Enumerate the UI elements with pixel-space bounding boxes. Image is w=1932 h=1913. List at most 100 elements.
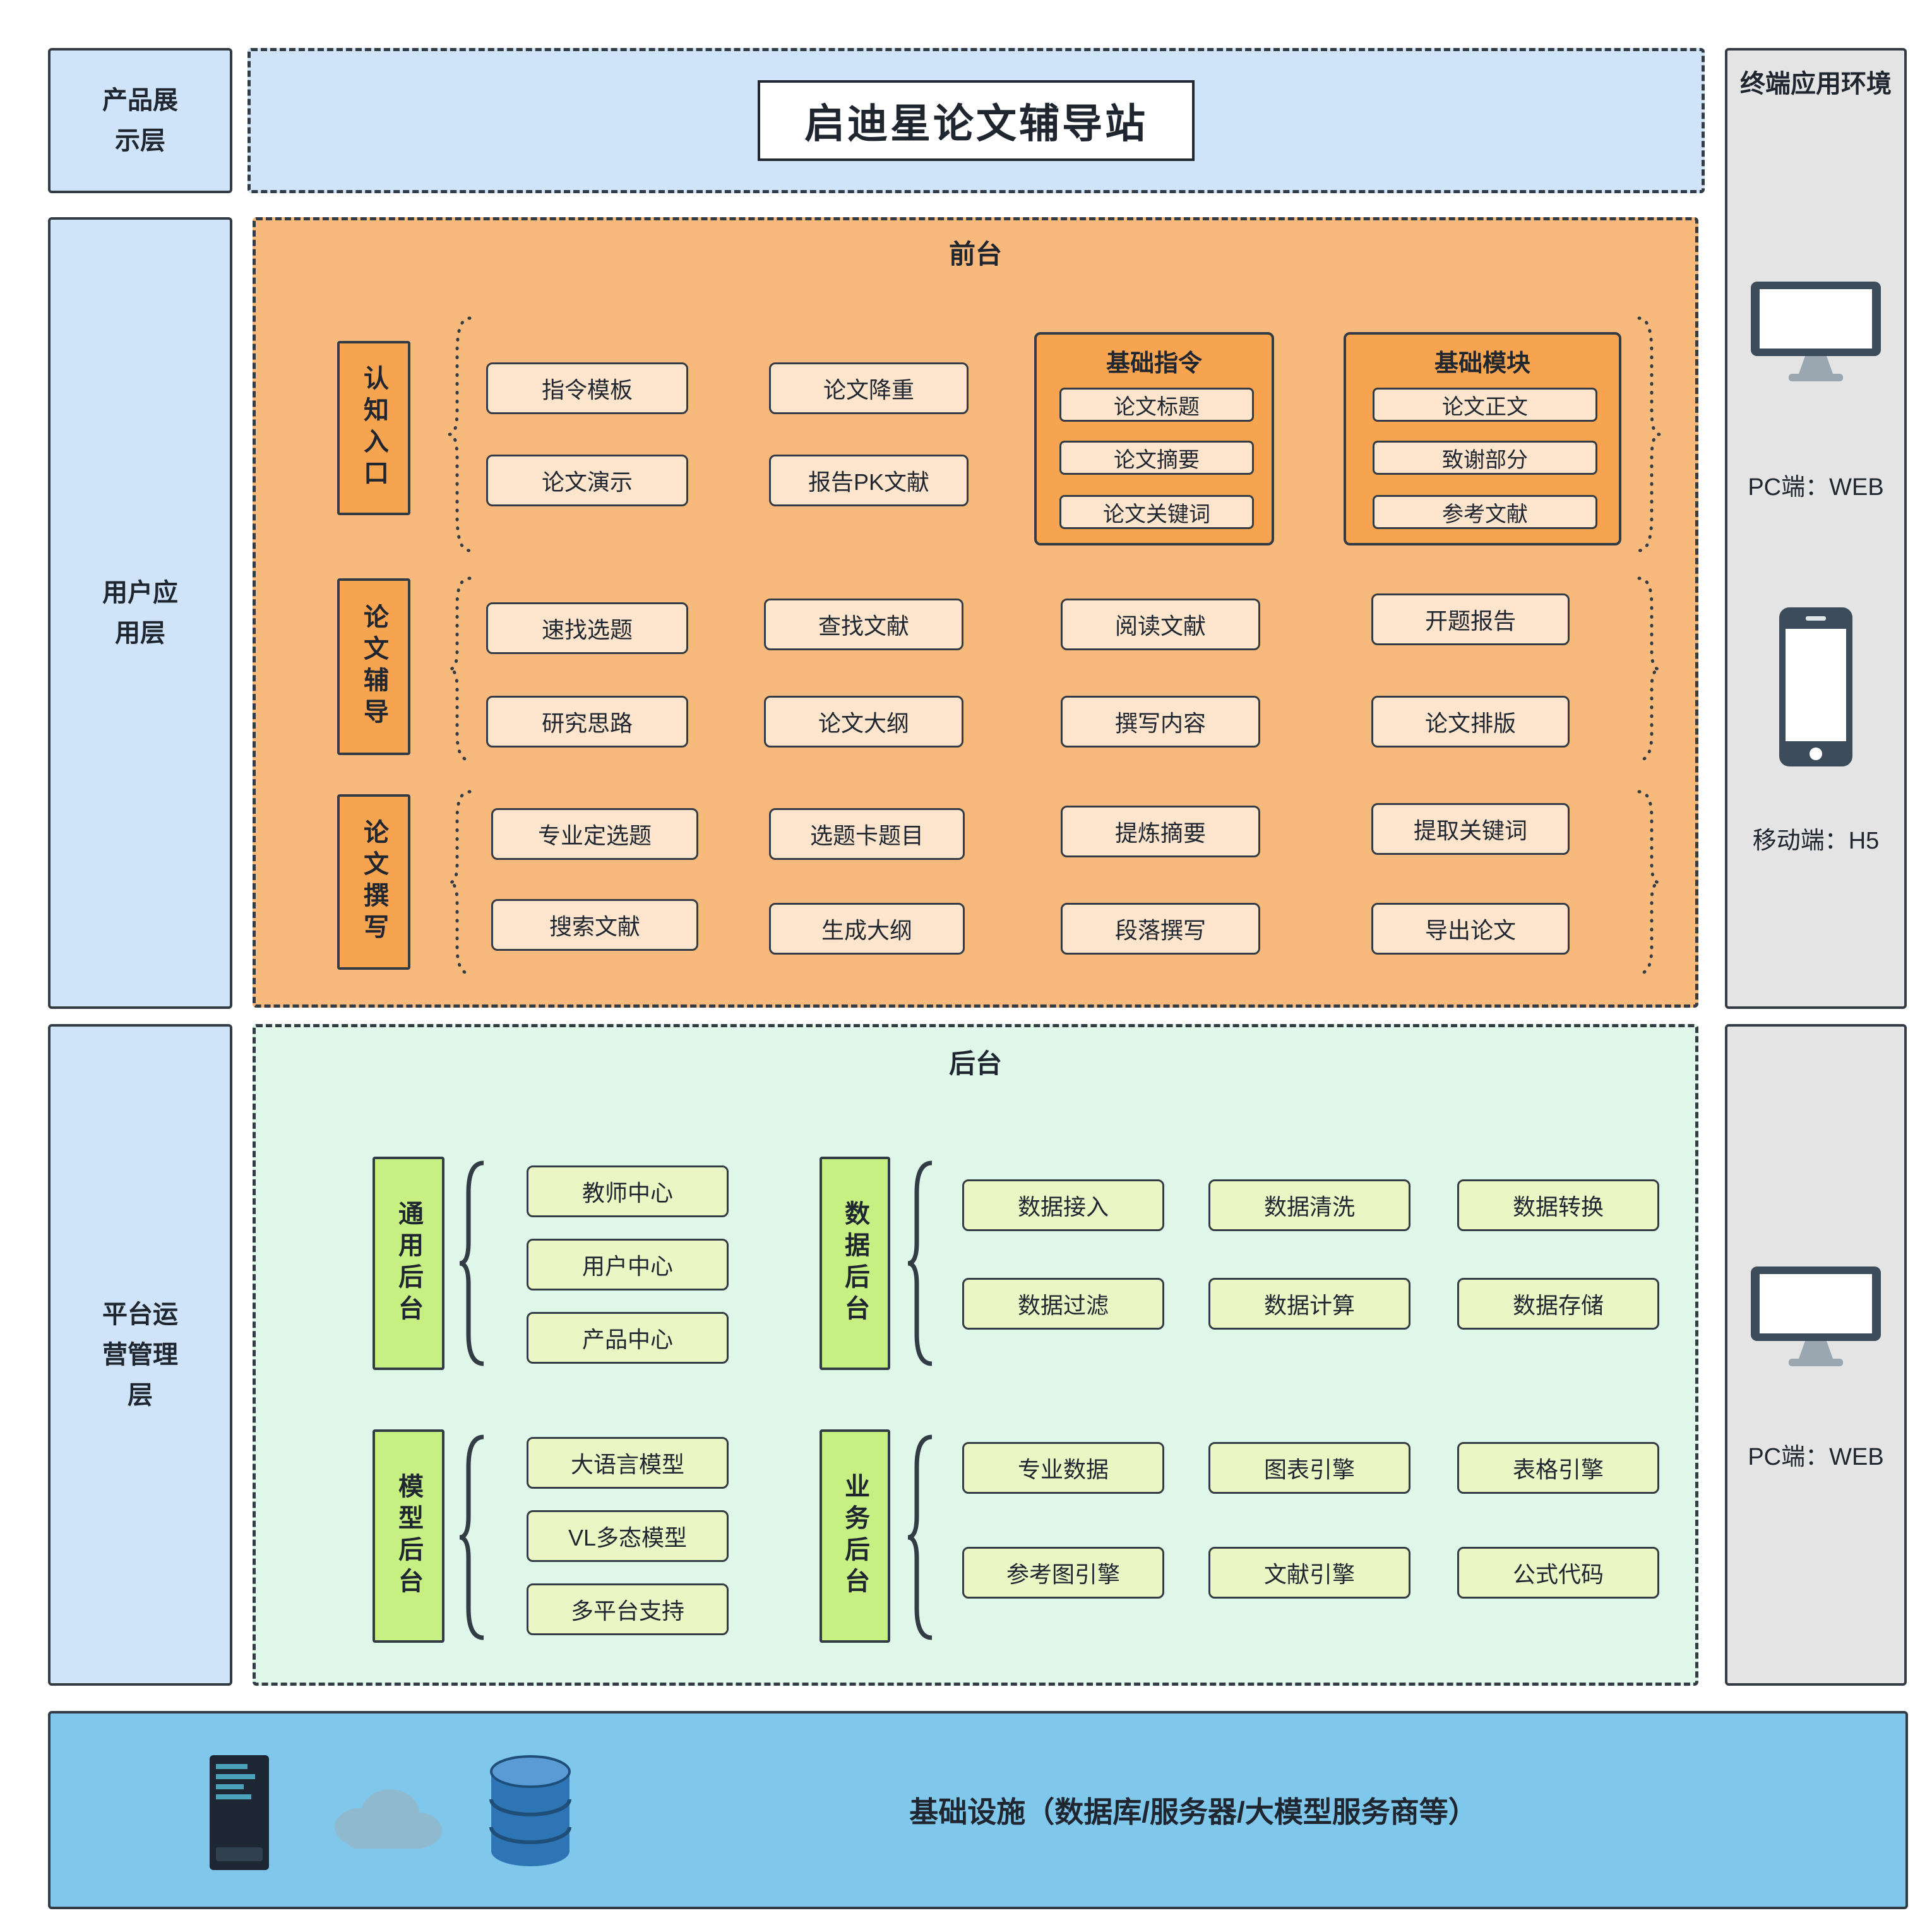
node-label: 论文正文: [1442, 395, 1528, 419]
node-label: 参考图引擎: [1006, 1561, 1120, 1587]
node-label: 数据存储: [1512, 1292, 1604, 1318]
node-label: 搜索文献: [549, 914, 640, 939]
node-label: 提炼摘要: [1114, 820, 1206, 846]
layer-label-platform: 平台运 营管理 层: [102, 1301, 178, 1409]
vertical-label: 业务后台: [841, 1473, 869, 1599]
node-label: 用户中心: [581, 1253, 673, 1279]
node-label: 撰写内容: [1114, 710, 1206, 736]
infrastructure-label: 基础设施（数据库/服务器/大模型服务商等）: [909, 1796, 1477, 1828]
subbox-title: 基础模块: [1434, 350, 1530, 377]
front-node: 撰写内容: [1061, 696, 1260, 748]
back-node: 参考图引擎: [962, 1547, 1164, 1599]
back-group-data: 数据后台: [820, 1157, 890, 1370]
node-label: 大语言模型: [570, 1451, 684, 1477]
vertical-label: 论文撰写: [360, 819, 388, 945]
node-label: 论文关键词: [1103, 502, 1210, 527]
node-label: 指令模板: [541, 377, 633, 403]
basic-command-box: 基础指令 论文标题 论文摘要 论文关键词: [1034, 332, 1274, 545]
front-node: 开题报告: [1371, 593, 1570, 645]
node-label: 数据接入: [1017, 1194, 1109, 1220]
node-label: 多平台支持: [570, 1598, 684, 1624]
node-label: 文献引擎: [1263, 1561, 1355, 1587]
back-group-business: 业务后台: [820, 1429, 890, 1643]
node-label: 查找文献: [818, 613, 909, 639]
front-node: 研究思路: [486, 696, 688, 748]
layer-label-product: 产品展 示层: [102, 86, 178, 155]
cloud-icon: [335, 1789, 442, 1849]
front-node: 论文演示: [486, 455, 688, 506]
node-label: 数据计算: [1263, 1292, 1355, 1318]
front-node: 阅读文献: [1061, 599, 1260, 650]
node-label: 参考文献: [1442, 502, 1528, 527]
back-node: 表格引擎: [1457, 1442, 1659, 1494]
back-stage-title: 后台: [948, 1049, 1002, 1078]
ops-env-panel: PC端：WEB: [1725, 1024, 1907, 1686]
front-node: 论文降重: [769, 362, 969, 414]
subbox-title: 基础指令: [1106, 350, 1202, 377]
front-node: 论文大纲: [764, 696, 963, 748]
front-node: 生成大纲: [769, 903, 965, 955]
vertical-label: 数据后台: [841, 1200, 869, 1326]
back-node: 专业数据: [962, 1442, 1164, 1494]
back-group-general: 通用后台: [373, 1157, 444, 1370]
back-node: 文献引擎: [1208, 1547, 1410, 1599]
back-group-model: 模型后台: [373, 1429, 444, 1643]
node-label: 研究思路: [541, 710, 633, 736]
node-label: 论文摘要: [1114, 448, 1200, 472]
layer-platform-ops: 平台运 营管理 层: [48, 1024, 232, 1686]
dotted-brace-right-icon: [1637, 316, 1660, 552]
front-subnode: 参考文献: [1373, 495, 1597, 529]
node-label: 产品中心: [581, 1326, 673, 1352]
front-stage-title: 前台: [948, 239, 1002, 269]
back-node: 多平台支持: [527, 1583, 729, 1635]
node-label: 论文演示: [541, 469, 633, 495]
back-node: 大语言模型: [527, 1437, 729, 1489]
vertical-label: 通用后台: [395, 1200, 422, 1326]
node-label: VL多态模型: [568, 1525, 688, 1551]
front-group-paper-tutoring: 论文辅导: [337, 578, 410, 755]
vertical-label: 论文辅导: [360, 604, 388, 730]
front-node: 速找选题: [486, 602, 688, 654]
front-node: 论文排版: [1371, 696, 1570, 748]
dotted-brace-left-icon: [449, 316, 472, 552]
back-node: 数据过滤: [962, 1278, 1164, 1330]
front-node: 提炼摘要: [1061, 806, 1260, 857]
back-node: 数据转换: [1457, 1179, 1659, 1231]
front-node: 选题卡题目: [769, 808, 965, 860]
monitor-icon: [1751, 1266, 1881, 1366]
node-label: 图表引擎: [1263, 1457, 1355, 1482]
node-label: 教师中心: [581, 1180, 673, 1206]
main-title: 启迪星论文辅导站: [758, 80, 1195, 161]
env-panel-title: 终端应用环境: [1740, 70, 1892, 98]
back-node: 公式代码: [1457, 1547, 1659, 1599]
brace-left-icon: [907, 1160, 933, 1366]
front-node: 查找文献: [764, 599, 963, 650]
front-subnode: 论文摘要: [1059, 441, 1254, 475]
smartphone-icon: [1779, 607, 1852, 766]
pc-web-label: PC端：WEB: [1748, 474, 1884, 501]
brace-left-icon: [907, 1434, 933, 1640]
terminal-env-panel: 终端应用环境 PC端：WEB 移动端：H5: [1725, 48, 1907, 1009]
front-subnode: 论文标题: [1059, 388, 1254, 422]
front-node: 导出论文: [1371, 903, 1570, 955]
back-node: 数据清洗: [1208, 1179, 1410, 1231]
brace-left-icon: [459, 1160, 484, 1366]
front-subnode: 论文正文: [1373, 388, 1597, 422]
front-subnode: 论文关键词: [1059, 495, 1254, 529]
monitor-icon: [1751, 282, 1881, 381]
back-node: 教师中心: [527, 1165, 729, 1217]
node-label: 选题卡题目: [809, 823, 924, 849]
back-node: VL多态模型: [527, 1510, 729, 1562]
back-node: 数据接入: [962, 1179, 1164, 1231]
brace-left-icon: [459, 1434, 484, 1640]
basic-module-box: 基础模块 论文正文 致谢部分 参考文献: [1344, 332, 1621, 545]
front-node: 指令模板: [486, 362, 688, 414]
node-label: 专业定选题: [537, 823, 652, 849]
mobile-h5-label: 移动端：H5: [1752, 828, 1880, 854]
back-node: 图表引擎: [1208, 1442, 1410, 1494]
node-label: 致谢部分: [1442, 448, 1528, 472]
node-label: 论文排版: [1424, 710, 1516, 736]
dotted-brace-right-icon: [1637, 790, 1660, 975]
front-node: 提取关键词: [1371, 803, 1570, 855]
